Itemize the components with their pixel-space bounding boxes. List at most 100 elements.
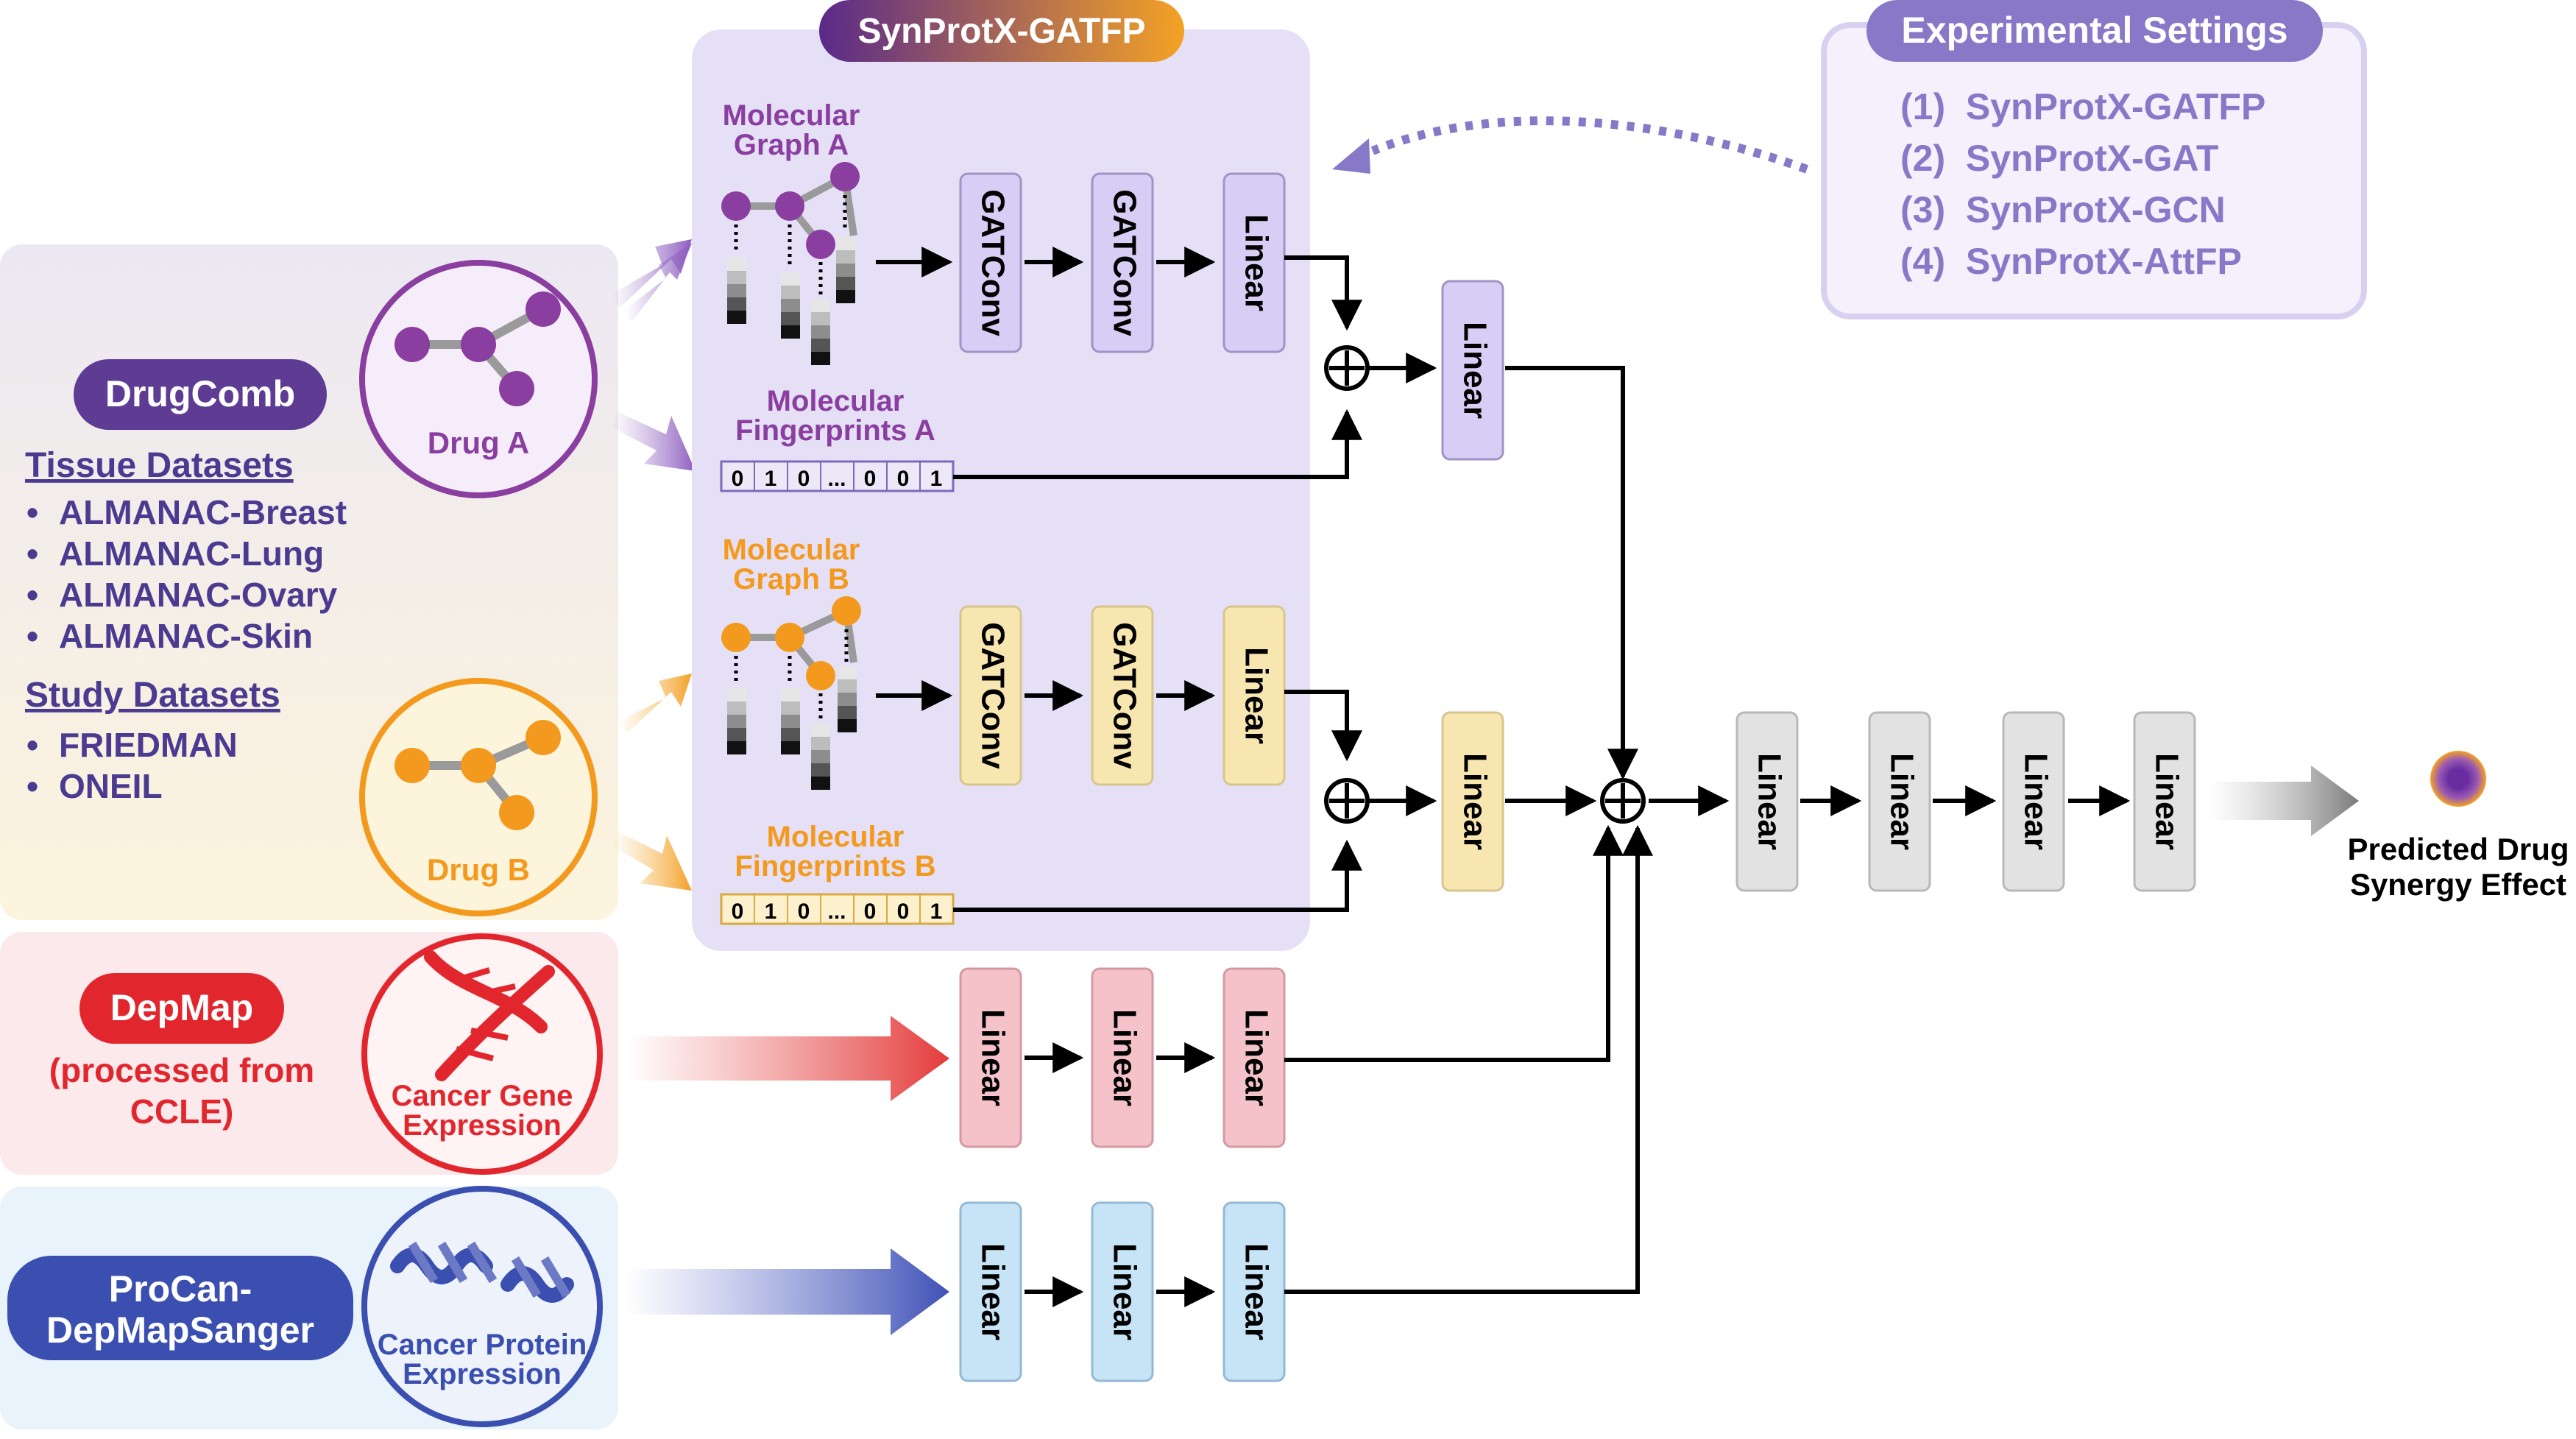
gene-expression-label: Expression <box>403 1109 562 1142</box>
protein-expression-label: Expression <box>403 1358 562 1390</box>
gatconv-b1-label: GATConv <box>974 622 1011 769</box>
fp-bit: 0 <box>897 467 910 491</box>
drug-a-circle <box>359 260 598 498</box>
settings-title-badge <box>1866 0 2323 62</box>
drug-a-label: Drug A <box>428 425 529 460</box>
drugcomb-label: DrugComb <box>105 373 295 414</box>
bullet: • <box>26 726 38 764</box>
tissue-item: ALMANAC-Ovary <box>59 576 338 614</box>
fp-bit: 0 <box>897 899 910 924</box>
graph-a-label: Molecular <box>723 99 860 132</box>
fp-bit: 1 <box>930 467 943 491</box>
settings-arrow-head <box>1332 138 1370 174</box>
gatconv-b1-layer <box>959 605 1022 786</box>
bullet: • <box>26 617 38 655</box>
fp-bit: 0 <box>732 467 744 491</box>
input-arrows <box>611 239 949 1335</box>
protein-expression-circle <box>361 1186 603 1427</box>
fingerprints-a-label: Molecular <box>767 385 905 417</box>
depmap-badge <box>79 973 284 1044</box>
tissue-item: ALMANAC-Lung <box>59 534 324 573</box>
tissue-item: ALMANAC-Skin <box>59 617 313 655</box>
linear-a-layer <box>1222 172 1286 353</box>
fingerprint-b-vector: 0 1 0 ... 0 0 1 <box>720 893 955 925</box>
protein-helix-icon <box>390 1241 574 1303</box>
concat-all-icon <box>1600 778 1646 824</box>
depmap-label: DepMap <box>110 987 253 1028</box>
linear-b-label: Linear <box>1238 647 1274 744</box>
graph-a-label: Graph A <box>734 129 849 161</box>
drug-b-label: Drug B <box>427 852 530 887</box>
gatconv-b2-label: GATConv <box>1106 622 1142 769</box>
fp-bit: 0 <box>864 467 877 491</box>
settings-item: (1) SynProtX-GATFP <box>1900 86 2265 127</box>
settings-dotted-arrow <box>1370 116 1809 174</box>
drug-b-molecule-icon <box>394 720 561 830</box>
fp-bit: 1 <box>930 899 943 924</box>
linear-final-1-label: Linear <box>1751 753 1787 850</box>
graph-b-label: Graph B <box>733 563 849 595</box>
linear-fused-b-label: Linear <box>1457 753 1493 850</box>
linear-fused-a-layer <box>1441 280 1504 461</box>
linear-final-2-label: Linear <box>1883 753 1919 850</box>
fingerprints-b-label: Fingerprints B <box>735 850 935 883</box>
fingerprint-a-vector: 0 1 0 ... 0 0 1 <box>720 460 955 492</box>
drug-a-molecule-icon <box>394 291 561 406</box>
linear-fused-b-layer <box>1441 711 1504 892</box>
bullet: • <box>26 534 38 573</box>
fp-bit: ... <box>827 899 846 924</box>
concat-b-icon <box>1324 778 1370 824</box>
linear-fused-a-label: Linear <box>1457 322 1493 419</box>
depmap-note: (processed from <box>49 1051 314 1089</box>
tissue-item: ALMANAC-Breast <box>59 493 347 531</box>
linear-gene-1-label: Linear <box>974 1009 1011 1106</box>
fp-bit: 0 <box>798 899 810 924</box>
study-item: FRIEDMAN <box>59 726 238 764</box>
study-datasets-heading: Study Datasets <box>25 676 280 715</box>
procan-label: ProCan- <box>109 1268 252 1309</box>
fingerprints-b-label: Molecular <box>767 821 905 853</box>
protein-expression-label: Cancer Protein <box>378 1329 587 1361</box>
bullet: • <box>26 493 38 531</box>
linear-protein-2-layer <box>1091 1201 1154 1382</box>
output-label: Predicted Drug <box>2347 832 2569 866</box>
procan-badge <box>7 1256 353 1360</box>
gatconv-a2-label: GATConv <box>1106 189 1142 336</box>
molecular-graph-b-icon <box>721 596 861 790</box>
drugcomb-badge <box>74 359 327 430</box>
gene-expression-label: Cancer Gene <box>392 1080 573 1112</box>
gatconv-a2-layer <box>1091 172 1154 353</box>
study-item: ONEIL <box>59 767 163 805</box>
settings-item: (2) SynProtX-GAT <box>1900 138 2218 179</box>
procan-label: DepMapSanger <box>46 1309 314 1351</box>
output-arrow <box>2208 766 2359 836</box>
concat-a-icon <box>1324 345 1370 391</box>
linear-final-3-layer <box>2002 711 2065 892</box>
fingerprints-a-label: Fingerprints A <box>735 414 935 447</box>
model-title-badge <box>819 0 1184 62</box>
bullet: • <box>26 767 38 805</box>
linear-protein-3-label: Linear <box>1238 1243 1274 1340</box>
connectors <box>953 255 2131 1294</box>
graph-b-label: Molecular <box>723 534 860 566</box>
settings-title: Experimental Settings <box>1901 10 2287 51</box>
linear-gene-2-label: Linear <box>1106 1009 1142 1106</box>
linear-gene-1-layer <box>959 967 1022 1148</box>
settings-item: (4) SynProtX-AttFP <box>1900 241 2242 282</box>
gatconv-a1-label: GATConv <box>974 189 1011 336</box>
linear-final-1-layer <box>1735 711 1799 892</box>
output-dot-icon <box>2430 751 2486 807</box>
settings-item: (3) SynProtX-GCN <box>1900 189 2226 230</box>
bullet: • <box>26 576 38 614</box>
tissue-datasets-heading: Tissue Datasets <box>25 446 294 485</box>
gatconv-a1-layer <box>959 172 1022 353</box>
fp-bit: ... <box>827 467 846 491</box>
linear-protein-1-layer <box>959 1201 1022 1382</box>
linear-a-label: Linear <box>1238 214 1274 311</box>
molecular-graph-a-icon <box>721 162 860 365</box>
fp-bit: 0 <box>864 899 877 924</box>
fp-bit: 1 <box>765 467 777 491</box>
linear-final-4-layer <box>2133 711 2196 892</box>
linear-final-3-label: Linear <box>2017 753 2053 850</box>
